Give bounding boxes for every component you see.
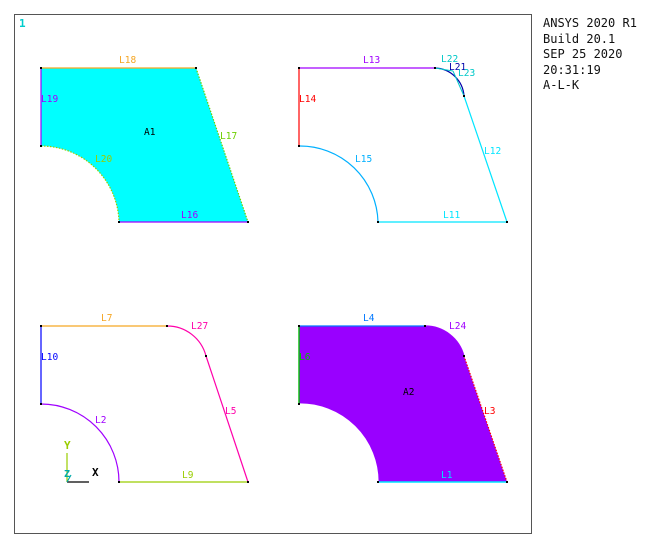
- label-l7: L7: [101, 313, 112, 324]
- triad-x-label: X: [92, 466, 99, 479]
- label-l17: L17: [220, 131, 237, 142]
- line-l27[interactable]: [166, 325, 207, 357]
- legend-numbering: A-L-K: [543, 78, 580, 92]
- label-l21: L21: [449, 62, 466, 73]
- line-l17[interactable]: [195, 67, 249, 223]
- legend-product: ANSYS 2020 R1: [543, 16, 637, 30]
- legend-date: SEP 25 2020: [543, 47, 623, 61]
- label-l2: L2: [95, 415, 106, 426]
- label-l12: L12: [484, 146, 501, 157]
- label-l3: L3: [484, 406, 495, 417]
- label-area-a2: A2: [403, 387, 414, 398]
- line-l5[interactable]: [205, 355, 249, 483]
- label-l13: L13: [363, 55, 380, 66]
- label-l23: L23: [458, 68, 475, 79]
- label-l1: L1: [441, 470, 453, 481]
- label-l19: L19: [41, 94, 58, 105]
- line-l24[interactable]: [424, 325, 465, 357]
- triad-z-axis: [66, 474, 72, 483]
- label-l20: L20: [95, 154, 112, 165]
- line-l2[interactable]: [40, 403, 120, 483]
- label-l6: L6: [299, 352, 311, 363]
- graphics-viewport[interactable]: 1 L18 L19 L17 L20 L16 A1: [14, 14, 532, 534]
- line-l20[interactable]: [40, 145, 120, 223]
- label-l27: L27: [191, 321, 208, 332]
- area-a1-group: L18 L19 L17 L20 L16 A1: [40, 55, 249, 223]
- label-l11: L11: [443, 210, 460, 221]
- label-l18: L18: [119, 55, 136, 66]
- area-a2-group: L4 L24 L6 L3 L1 A2: [298, 313, 508, 483]
- label-l4: L4: [363, 313, 375, 324]
- area-a1-fill[interactable]: [41, 68, 248, 222]
- line-l23[interactable]: [452, 70, 465, 97]
- window-number: 1: [19, 17, 26, 30]
- line-l8[interactable]: [298, 403, 379, 483]
- line-l22[interactable]: [434, 67, 454, 72]
- line-l12[interactable]: [463, 95, 508, 223]
- triad-y-label: Y: [64, 439, 71, 452]
- label-l5: L5: [225, 406, 236, 417]
- legend-panel: ANSYS 2020 R1 Build 20.1 SEP 25 2020 20:…: [543, 16, 637, 94]
- label-l24: L24: [449, 321, 466, 332]
- coordinate-triad: Y Z X: [64, 439, 99, 483]
- label-l10: L10: [41, 352, 58, 363]
- outline-top-right-group: L13 L22 L21 L23 L14 L12 L15 L11: [298, 54, 508, 223]
- area-a2-fill[interactable]: [299, 325, 507, 482]
- legend-build: Build 20.1: [543, 31, 616, 46]
- label-l16: L16: [181, 210, 198, 221]
- label-area-a1: A1: [144, 127, 156, 138]
- plot-canvas: 1 L18 L19 L17 L20 L16 A1: [19, 17, 508, 483]
- outline-bottom-left-group: L7 L27 L10 L5 L2 L9: [40, 313, 249, 483]
- legend-time: 20:31:19: [543, 62, 601, 77]
- triad-z-label: Z: [64, 469, 70, 480]
- label-l9: L9: [182, 470, 194, 481]
- label-l14: L14: [299, 94, 316, 105]
- label-l22: L22: [441, 54, 458, 65]
- line-l3[interactable]: [463, 355, 508, 483]
- label-l15: L15: [355, 154, 372, 165]
- line-l15[interactable]: [298, 145, 379, 223]
